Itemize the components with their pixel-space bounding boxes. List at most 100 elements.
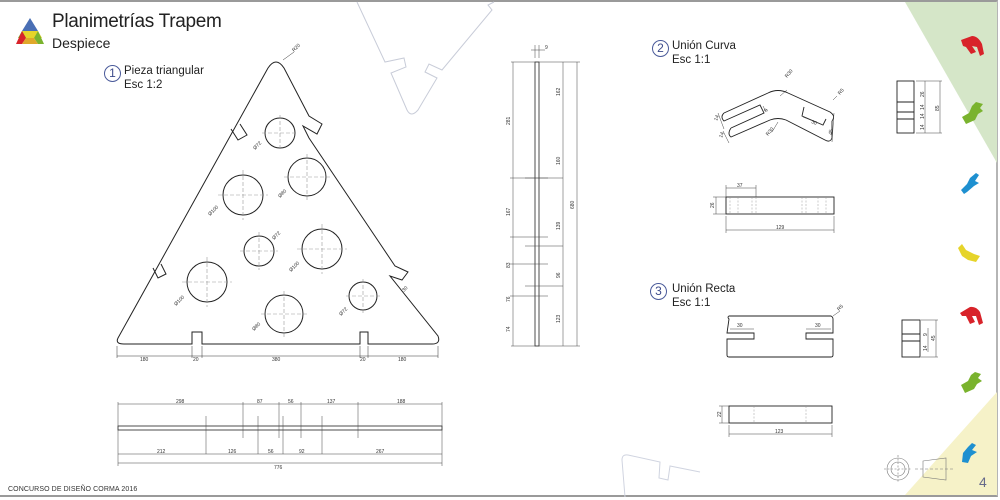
svg-text:37: 37 (737, 183, 743, 189)
footer-contest: CONCURSO DE DISEÑO CORMA 2016 (8, 486, 138, 493)
curve-union-side-view (896, 80, 915, 134)
svg-text:30: 30 (401, 285, 409, 293)
svg-text:126: 126 (228, 449, 237, 455)
svg-text:162: 162 (556, 87, 562, 96)
svg-text:14: 14 (920, 113, 926, 119)
svg-text:87: 87 (257, 399, 263, 405)
svg-text:680: 680 (570, 200, 576, 209)
svg-text:9: 9 (545, 45, 548, 51)
svg-text:30: 30 (810, 119, 817, 127)
piece-number-3: 3 (650, 283, 667, 300)
svg-text:281: 281 (506, 116, 512, 125)
svg-text:56: 56 (288, 399, 294, 405)
svg-text:188: 188 (397, 399, 406, 405)
svg-text:85: 85 (935, 105, 941, 111)
straight-union-top-view (726, 315, 834, 358)
svg-text:R30: R30 (765, 126, 776, 137)
svg-text:Ø80: Ø80 (251, 321, 262, 332)
union-icon-green-2 (961, 372, 982, 393)
piece-name: Pieza triangular (124, 65, 204, 77)
side-view-vertical (534, 61, 540, 347)
svg-text:776: 776 (274, 465, 283, 471)
union-icon-green (962, 102, 983, 124)
page-number: 4 (979, 474, 987, 490)
svg-text:56: 56 (268, 449, 274, 455)
svg-text:9: 9 (763, 108, 770, 113)
side-view-dimension-lines (117, 402, 443, 466)
union-icon-yellow (958, 244, 980, 262)
dim-bottom-180-left: 180 (140, 357, 149, 363)
svg-text:180: 180 (398, 357, 407, 363)
svg-text:96: 96 (556, 272, 562, 278)
svg-text:R5: R5 (837, 87, 846, 96)
piece-label-3: Unión Recta Esc 1:1 (672, 282, 735, 310)
piece-number-1: 1 (104, 65, 121, 82)
svg-text:380: 380 (272, 357, 281, 363)
triangle-centerlines (182, 115, 380, 337)
svg-text:76: 76 (506, 296, 512, 302)
svg-text:137: 137 (327, 399, 336, 405)
curve-union-top-view (721, 90, 835, 142)
ghost-piece-top (356, 1, 495, 115)
piece-label-1: Pieza triangular Esc 1:2 (124, 64, 204, 92)
svg-text:92: 92 (299, 449, 305, 455)
svg-text:20: 20 (193, 357, 199, 363)
svg-text:30: 30 (815, 323, 821, 329)
svg-text:160: 160 (556, 156, 562, 165)
bg-green-triangle (905, 2, 997, 163)
svg-text:R30: R30 (784, 68, 795, 79)
svg-text:123: 123 (775, 429, 784, 435)
logo-icon (16, 18, 44, 44)
svg-text:Ø72: Ø72 (252, 140, 263, 151)
union-icon-red (961, 36, 984, 56)
projection-symbol-icon (884, 455, 955, 483)
svg-text:R20: R20 (291, 43, 302, 54)
svg-text:14: 14 (713, 114, 721, 121)
svg-text:267: 267 (376, 449, 385, 455)
svg-text:14: 14 (920, 124, 926, 130)
svg-text:30: 30 (737, 323, 743, 329)
svg-text:45: 45 (828, 129, 834, 135)
page-title: Planimetrías Trapem (52, 11, 222, 32)
union-icons-column (958, 36, 984, 463)
svg-text:14: 14 (923, 345, 929, 351)
ghost-piece-bottom (621, 454, 701, 498)
svg-text:74: 74 (506, 326, 512, 332)
curve-union-dim-lines (717, 89, 838, 144)
svg-text:14: 14 (718, 131, 726, 138)
union-icon-red-2 (960, 306, 983, 325)
svg-text:R5: R5 (836, 303, 845, 312)
svg-text:129: 129 (776, 225, 785, 231)
svg-text:Ø72: Ø72 (271, 230, 282, 241)
vertical-dimension-lines (510, 45, 580, 347)
svg-text:Ø80: Ø80 (277, 188, 288, 199)
straight-union-side-view (901, 319, 921, 358)
svg-text:298: 298 (176, 399, 185, 405)
svg-text:123: 123 (556, 314, 562, 323)
triangle-dimension-lines (116, 51, 439, 358)
side-view-horizontal (117, 425, 443, 431)
svg-text:Ø100: Ø100 (173, 294, 186, 307)
union-icon-blue-2 (962, 443, 977, 463)
svg-text:22: 22 (717, 411, 723, 417)
piece-number-2: 2 (652, 40, 669, 57)
svg-text:Ø100: Ø100 (288, 260, 301, 273)
curve-union-front-view (725, 196, 835, 215)
svg-text:26: 26 (920, 91, 926, 97)
svg-text:20: 20 (360, 357, 366, 363)
svg-text:26: 26 (710, 202, 716, 208)
straight-union-front-view (728, 405, 833, 424)
page-subtitle: Despiece (52, 35, 111, 51)
svg-text:83: 83 (506, 262, 512, 268)
svg-text:Ø100: Ø100 (207, 204, 220, 217)
svg-text:9: 9 (923, 333, 929, 336)
piece-name: Unión Curva (672, 40, 736, 52)
svg-text:45: 45 (931, 335, 937, 341)
piece-scale: Esc 1:1 (672, 297, 711, 309)
svg-text:14: 14 (920, 104, 926, 110)
svg-text:Ø72: Ø72 (338, 306, 349, 317)
union-icon-blue (961, 173, 979, 194)
piece-scale: Esc 1:2 (124, 79, 163, 91)
